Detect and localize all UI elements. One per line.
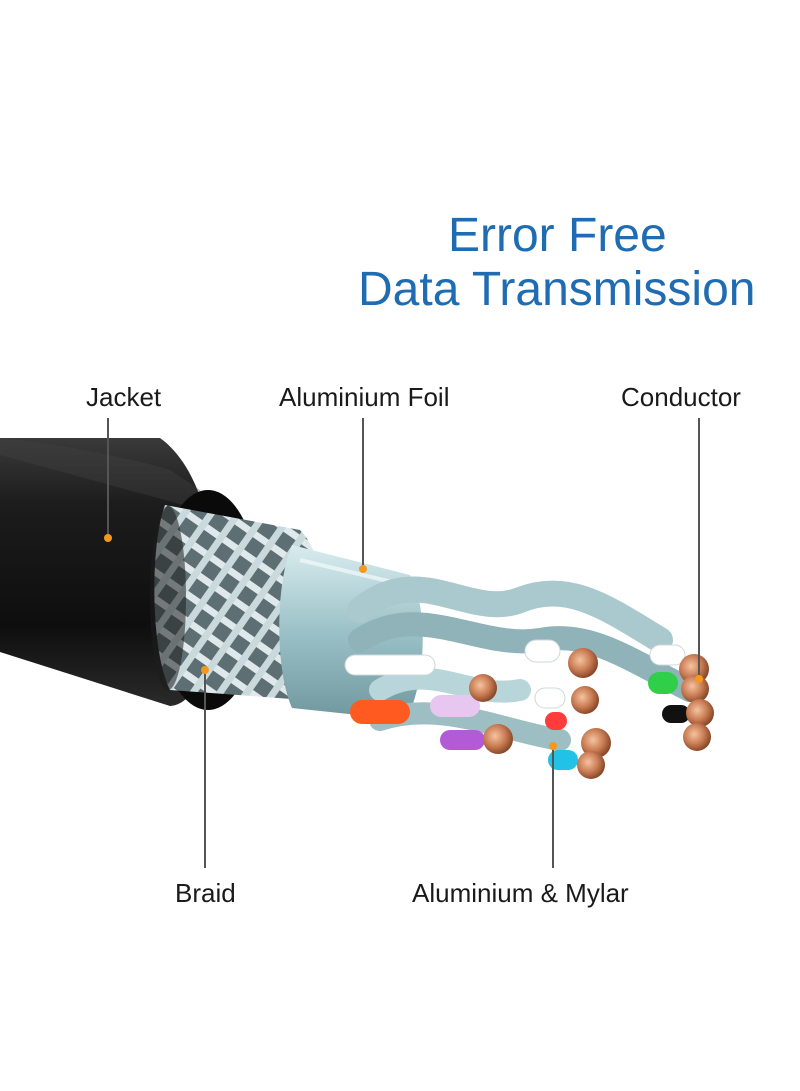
leader-aluminium-foil	[359, 418, 367, 573]
twisted-pairs	[345, 590, 690, 770]
leader-conductor	[695, 418, 703, 683]
callout-jacket: Jacket	[86, 382, 161, 413]
headline-line-1: Error Free	[165, 210, 800, 262]
callout-braid: Braid	[175, 878, 236, 909]
callout-aluminium-mylar: Aluminium & Mylar	[412, 878, 629, 909]
headline-line-2: Data Transmission	[0, 264, 800, 316]
callout-conductor: Conductor	[621, 382, 741, 413]
callout-aluminium-foil: Aluminium Foil	[279, 382, 450, 413]
